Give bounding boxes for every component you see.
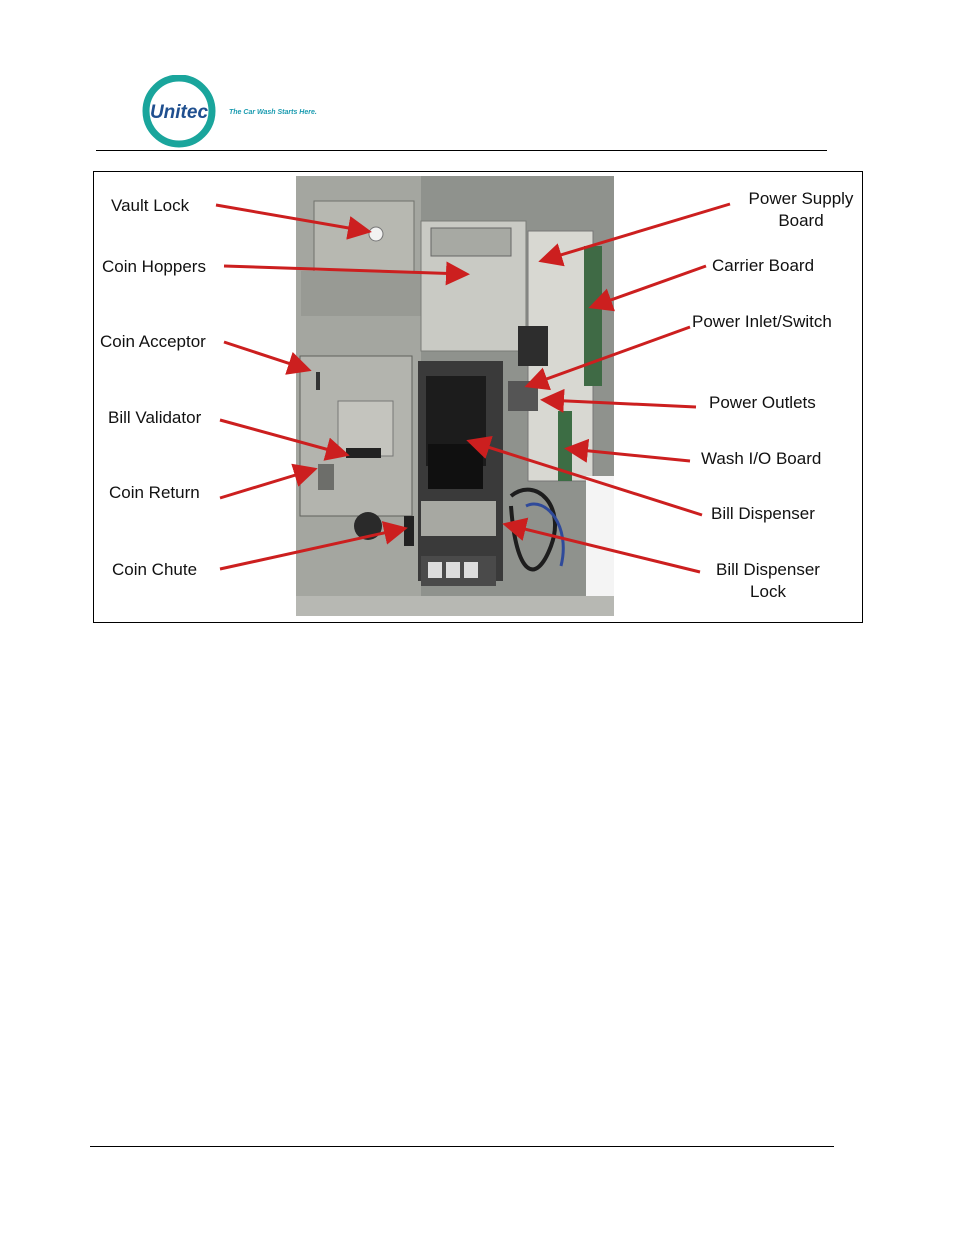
label-coin-hoppers: Coin Hoppers bbox=[102, 256, 206, 278]
label-power-inlet-switch: Power Inlet/Switch bbox=[692, 311, 832, 333]
label-power-supply-board: Power Supply Board bbox=[736, 188, 863, 232]
label-bill-dispenser-lock: Bill Dispenser Lock bbox=[700, 559, 836, 603]
label-power-outlets: Power Outlets bbox=[709, 392, 816, 414]
label-wash-io-board: Wash I/O Board bbox=[701, 448, 821, 470]
label-carrier-board: Carrier Board bbox=[712, 255, 814, 277]
cabinet-photo bbox=[296, 176, 614, 616]
header-rule bbox=[96, 150, 827, 151]
label-bill-dispenser-lock-line2: Lock bbox=[700, 581, 836, 603]
label-power-supply-line1: Power Supply bbox=[736, 188, 863, 210]
label-bill-validator: Bill Validator bbox=[108, 407, 201, 429]
arrow-coin-acceptor bbox=[224, 342, 306, 369]
logo-text: Unitec bbox=[150, 102, 209, 123]
annotated-photo-figure: Vault Lock Coin Hoppers Coin Acceptor Bi… bbox=[93, 171, 863, 623]
label-coin-chute: Coin Chute bbox=[112, 559, 197, 581]
logo-tagline: The Car Wash Starts Here. bbox=[229, 109, 317, 116]
label-bill-dispenser: Bill Dispenser bbox=[711, 503, 815, 525]
label-bill-dispenser-lock-line1: Bill Dispenser bbox=[700, 559, 836, 581]
label-coin-acceptor: Coin Acceptor bbox=[100, 331, 206, 353]
unitec-logo: Unitec The Car Wash Starts Here. bbox=[139, 75, 439, 150]
label-coin-return: Coin Return bbox=[109, 482, 200, 504]
label-power-supply-line2: Board bbox=[736, 210, 863, 232]
footer-rule bbox=[90, 1146, 834, 1147]
label-vault-lock: Vault Lock bbox=[111, 195, 189, 217]
